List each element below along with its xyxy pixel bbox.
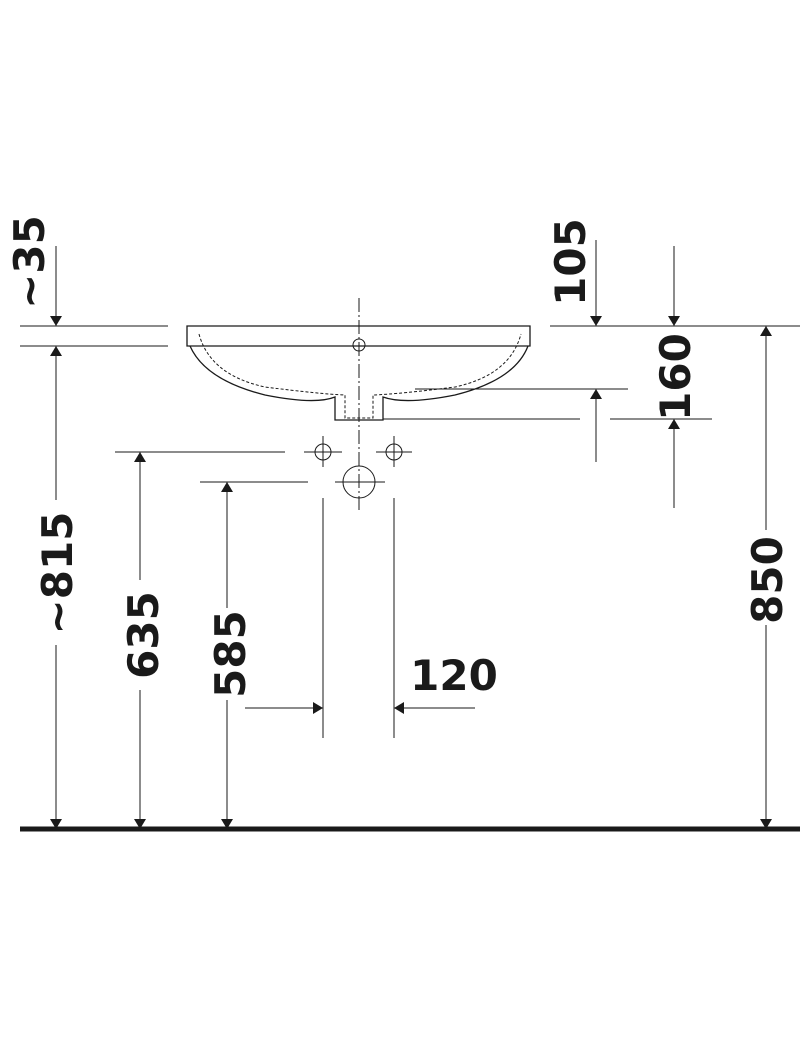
dim-floor-to-rim: 850 [743, 326, 792, 829]
dim-label-floor-to-supply: 635 [119, 591, 168, 679]
drain-pipe [335, 465, 385, 499]
dim-label-supply-spacing: 120 [410, 651, 498, 700]
dim-top-offset: ~35 [5, 215, 62, 326]
dim-label-floor-to-rim: 850 [743, 536, 792, 624]
dim-floor-to-supply: 635 [119, 452, 168, 829]
dim-label-rim-to-faucet-top: 105 [546, 218, 595, 306]
dim-label-top-offset: ~35 [5, 215, 54, 309]
dim-floor-to-underside: ~815 [33, 346, 82, 829]
dim-label-floor-to-underside: ~815 [33, 512, 82, 635]
basin-profile [186, 298, 531, 512]
dim-rim-to-faucet-top: 105 [546, 218, 680, 326]
dim-label-basin-depth: 160 [651, 333, 700, 421]
dim-supply-spacing: 120 [245, 651, 498, 714]
supply-pipes [304, 436, 412, 467]
dim-label-floor-to-drain: 585 [206, 610, 255, 698]
extension-lines [20, 325, 800, 738]
dim-floor-to-drain: 585 [206, 482, 255, 829]
dim-basin-depth: 160 [590, 333, 700, 508]
